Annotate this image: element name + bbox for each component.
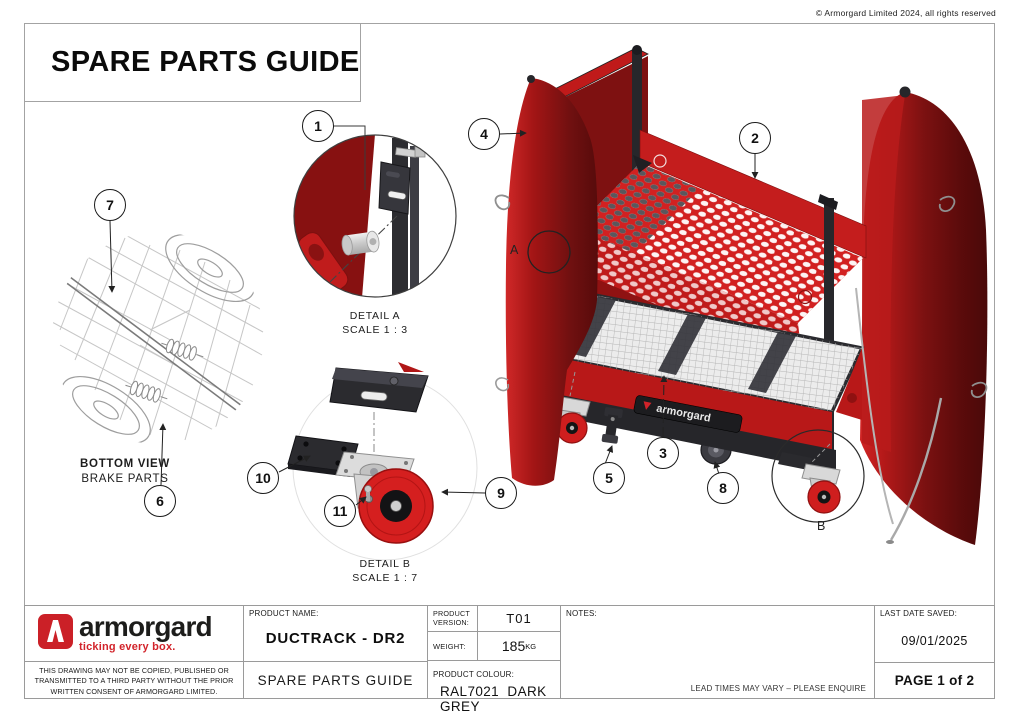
product-version-label-cell: PRODUCT VERSION: — [427, 605, 478, 632]
frame-brand-badge: armorgard — [633, 395, 743, 433]
callout-6-number: 6 — [156, 493, 164, 509]
curtain-stakes — [855, 287, 943, 544]
ref-b-caster — [771, 429, 865, 523]
titleblock-doctype-cell: SPARE PARTS GUIDE — [243, 661, 428, 699]
callout-1: 1 — [302, 110, 334, 142]
product-name-value: DUCTRACK - DR2 — [265, 630, 406, 647]
armorgard-logo-icon — [38, 614, 73, 649]
callout-9-number: 9 — [497, 485, 505, 501]
weight-label: WEIGHT: — [433, 641, 466, 651]
colour-name: DARK GREY — [440, 684, 547, 714]
bottom-view-drawing — [52, 232, 264, 444]
weight-value: 185 — [501, 638, 526, 654]
detail-b-label: DETAIL B SCALE 1 : 7 — [335, 558, 435, 585]
armorgard-logo-tagline: ticking every box. — [79, 641, 176, 653]
product-version-value-cell: T01 — [477, 605, 561, 632]
callout-2: 2 — [739, 122, 771, 154]
parts-diagram: armorgard — [52, 45, 988, 561]
titleblock-logo-cell: armorgard ticking every box. — [24, 605, 244, 662]
last-saved-cell: LAST DATE SAVED: 09/01/2025 — [874, 605, 995, 663]
callout-5-number: 5 — [605, 470, 613, 486]
detail-b-title: DETAIL B — [359, 558, 411, 570]
callout-1-number: 1 — [314, 118, 322, 134]
detail-b-view — [287, 362, 478, 561]
right-curtain — [860, 86, 988, 545]
callout-10: 10 — [247, 462, 279, 494]
product-version-label-2: VERSION: — [433, 618, 469, 627]
notes-label: NOTES: — [566, 609, 597, 618]
armorgard-logo-text: armorgard — [79, 611, 213, 642]
bottom-view-subtitle: BRAKE PARTS — [81, 472, 169, 485]
brake-pedal — [601, 407, 623, 444]
callout-4: 4 — [468, 118, 500, 150]
ref-a-circle — [527, 230, 571, 274]
ref-letter-a: A — [510, 243, 519, 257]
bottom-view-title: BOTTOM VIEW — [80, 458, 170, 470]
detail-a-scale: SCALE 1 : 3 — [342, 323, 408, 336]
callout-9: 9 — [485, 477, 517, 509]
detail-a-title: DETAIL A — [349, 310, 401, 322]
page-number: PAGE 1 of 2 — [894, 673, 975, 688]
callout-3: 3 — [647, 437, 679, 469]
product-name-label: PRODUCT NAME: — [249, 609, 319, 618]
last-saved-date: 09/01/2025 — [901, 634, 968, 648]
callout-8-number: 8 — [719, 480, 727, 496]
page-title: SPARE PARTS GUIDE — [51, 46, 360, 78]
titleblock-product-name-cell: PRODUCT NAME: DUCTRACK - DR2 — [243, 605, 428, 662]
document-type: SPARE PARTS GUIDE — [257, 672, 414, 688]
detail-a-view — [293, 125, 457, 298]
callout-3-number: 3 — [659, 445, 667, 461]
callout-8: 8 — [707, 472, 739, 504]
callout-5: 5 — [593, 462, 625, 494]
armorgard-logo: armorgard ticking every box. — [37, 611, 213, 653]
callout-11-number: 11 — [332, 503, 348, 519]
copyright-text: © Armorgard Limited 2024, all rights res… — [815, 8, 996, 18]
titleblock-disclaimer-cell: THIS DRAWING MAY NOT BE COPIED, PUBLISHE… — [24, 661, 244, 699]
disclaimer-text: THIS DRAWING MAY NOT BE COPIED, PUBLISHE… — [34, 666, 234, 696]
callout-4-number: 4 — [480, 126, 488, 142]
callout-2-number: 2 — [751, 130, 759, 146]
product-colour-label: PRODUCT COLOUR: — [433, 670, 515, 679]
notes-cell: NOTES: LEAD TIMES MAY VARY – PLEASE ENQU… — [560, 605, 875, 699]
detail-a-label: DETAIL A SCALE 1 : 3 — [325, 310, 425, 337]
weight-label-cell: WEIGHT: — [427, 631, 478, 661]
last-saved-label: LAST DATE SAVED: — [880, 609, 958, 618]
callout-6: 6 — [144, 485, 176, 517]
callout-10-number: 10 — [255, 470, 271, 486]
page-number-cell: PAGE 1 of 2 — [874, 662, 995, 699]
product-colour-cell: PRODUCT COLOUR: RAL7021 DARK GREY — [427, 660, 561, 714]
left-curtain — [494, 75, 598, 486]
product-version-label-1: PRODUCT — [433, 609, 470, 618]
sheet-title-box: SPARE PARTS GUIDE — [24, 23, 361, 102]
product-version-value: T01 — [506, 611, 532, 626]
ref-letter-b: B — [817, 519, 826, 533]
bottom-view-label: BOTTOM VIEW BRAKE PARTS — [58, 457, 192, 487]
weight-unit: KG — [525, 641, 537, 651]
callout-7: 7 — [94, 189, 126, 221]
callout-11: 11 — [324, 495, 356, 527]
colour-code: RAL7021 — [440, 684, 500, 699]
callout-7-number: 7 — [106, 197, 114, 213]
detail-b-scale: SCALE 1 : 7 — [352, 571, 418, 584]
lead-time-note: LEAD TIMES MAY VARY – PLEASE ENQUIRE — [690, 684, 866, 693]
product-colour-value: RAL7021 DARK GREY — [428, 684, 560, 714]
